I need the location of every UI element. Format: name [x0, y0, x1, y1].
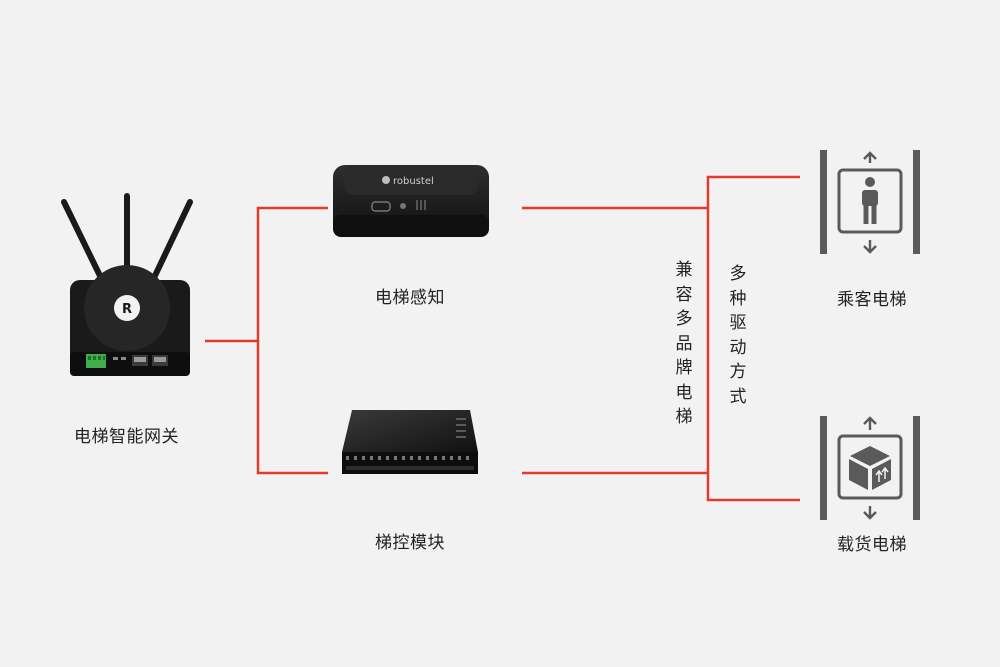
elevator-branch — [706, 175, 800, 502]
passenger-elevator-icon — [820, 150, 920, 254]
sensing-label: 电梯感知 — [375, 288, 445, 308]
drives-vertical-label: 多种驱动方式 — [729, 264, 747, 407]
gateway-branch — [256, 206, 328, 475]
connector-lines — [205, 175, 800, 502]
freight-elevator-label: 载货电梯 — [837, 535, 907, 555]
gateway-label: 电梯智能网关 — [74, 427, 179, 447]
device-brand-text: robustel — [393, 176, 434, 187]
svg-text:R: R — [122, 302, 132, 317]
terminal-block — [86, 354, 106, 368]
passenger-elevator-label: 乘客电梯 — [837, 290, 907, 310]
freight-elevator-icon — [820, 416, 920, 520]
sensor-device: robustel — [333, 165, 489, 237]
control-module-device — [342, 410, 478, 474]
gateway-device: R — [61, 193, 193, 376]
control-label: 梯控模块 — [375, 533, 445, 553]
brands-vertical-label: 兼容多品牌电梯 — [675, 260, 693, 427]
